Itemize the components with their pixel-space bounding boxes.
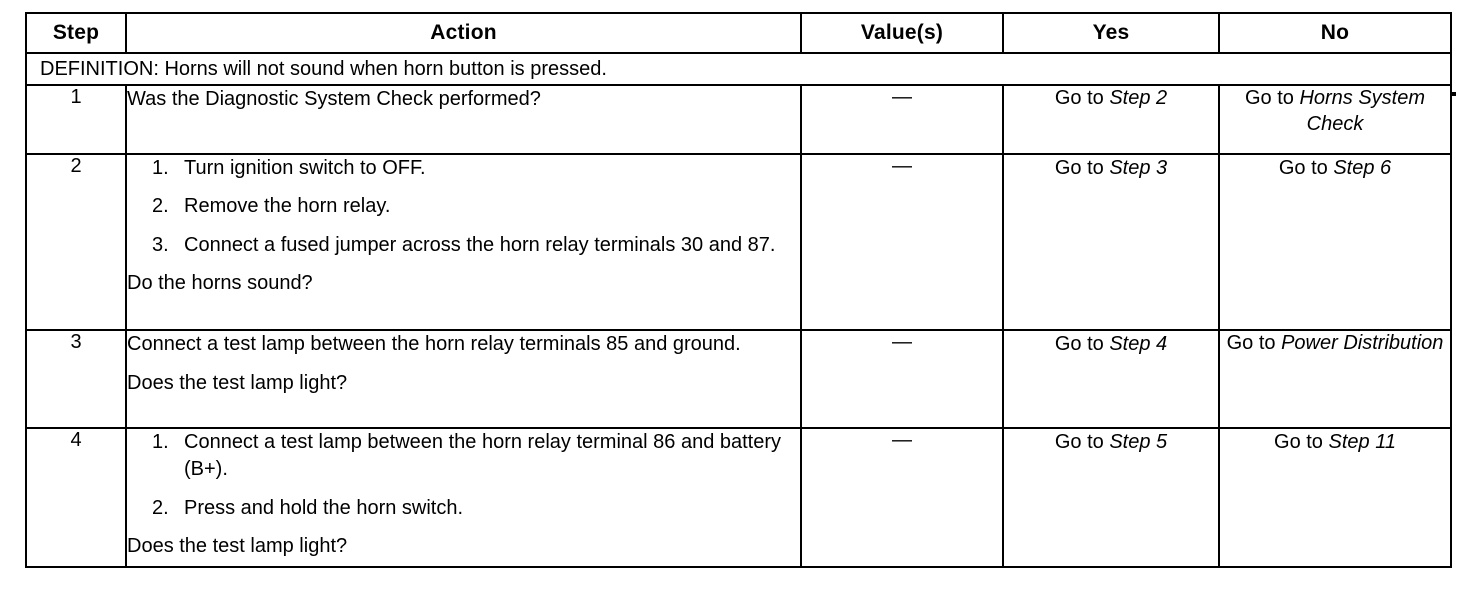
diagnostic-table-container: Step Action Value(s) Yes No DEFINITION: … — [25, 12, 1452, 569]
no-branch-target: Step 11 — [1328, 430, 1396, 453]
list-item: 2. Press and hold the horn switch. — [127, 495, 800, 523]
yes-branch-target: Step 2 — [1109, 87, 1168, 110]
list-item-text: Press and hold the horn switch. — [184, 496, 464, 519]
step-number: 4 — [25, 426, 127, 569]
horn-diagnostic-table: Step Action Value(s) Yes No DEFINITION: … — [25, 12, 1452, 569]
table-row: 4 1. Connect a test lamp between the horn… — [25, 426, 1452, 569]
no-branch-cell: Go to Step 11 — [1218, 426, 1452, 569]
yes-branch-cell: Go to Step 3 — [1002, 152, 1220, 332]
list-item: 2. Remove the horn relay. — [127, 193, 800, 221]
action-cell: 1. Turn ignition switch to OFF. 2. Remove … — [125, 152, 802, 332]
table-header-row: Step Action Value(s) Yes No — [25, 12, 1452, 54]
column-header-action: Action — [125, 12, 802, 54]
no-branch-cell: Go to Horns System Check — [1218, 84, 1452, 155]
action-cell: 1. Connect a test lamp between the horn r… — [125, 426, 802, 569]
action-cell: Was the Diagnostic System Check performe… — [125, 84, 802, 155]
step-number: 2 — [25, 152, 127, 332]
action-lead-text: Connect a test lamp between the horn rel… — [127, 333, 741, 356]
action-question-text: Does the test lamp light? — [127, 535, 348, 558]
list-item-number: 1. — [152, 156, 169, 179]
no-branch-prefix: Go to — [1226, 332, 1282, 355]
list-item-number: 2. — [152, 195, 169, 218]
yes-branch-cell: Go to Step 4 — [1002, 329, 1220, 429]
yes-branch-target: Step 4 — [1109, 333, 1168, 356]
no-branch-target: Power Distribution — [1281, 332, 1444, 355]
list-item: 1. Connect a test lamp between the horn r… — [127, 429, 800, 484]
yes-branch-prefix: Go to — [1054, 333, 1110, 356]
definition-row: DEFINITION: Horns will not sound when ho… — [25, 51, 1452, 87]
list-item-text: Remove the horn relay. — [184, 195, 391, 218]
no-branch-prefix: Go to — [1244, 87, 1300, 110]
list-item-text: Connect a fused jumper across the horn r… — [184, 233, 776, 256]
no-branch-cell: Go to Power Distribution — [1218, 329, 1452, 429]
action-substep-list: 1. Connect a test lamp between the horn r… — [127, 429, 800, 523]
column-header-step: Step — [25, 12, 127, 54]
column-header-values: Value(s) — [800, 12, 1004, 54]
list-item: 1. Turn ignition switch to OFF. — [127, 155, 800, 183]
table-row: 3 Connect a test lamp between the horn r… — [25, 329, 1452, 429]
yes-branch-prefix: Go to — [1054, 430, 1110, 453]
action-question-text: Does the test lamp light? — [127, 371, 348, 394]
yes-branch-target: Step 3 — [1109, 156, 1168, 179]
list-item-number: 3. — [152, 233, 169, 256]
list-item-number: 2. — [152, 496, 169, 519]
list-item-text: Turn ignition switch to OFF. — [184, 156, 426, 179]
action-substep-list: 1. Turn ignition switch to OFF. 2. Remove … — [127, 155, 800, 260]
action-lead-text: Was the Diagnostic System Check performe… — [127, 88, 541, 111]
table-row: 1 Was the Diagnostic System Check perfor… — [25, 84, 1452, 155]
yes-branch-target: Step 5 — [1109, 430, 1168, 453]
value-cell: — — [800, 152, 1004, 332]
value-cell: — — [800, 426, 1004, 569]
no-branch-target: Step 6 — [1333, 156, 1392, 179]
yes-branch-cell: Go to Step 2 — [1002, 84, 1220, 155]
step-number: 1 — [25, 84, 127, 155]
value-cell: — — [800, 329, 1004, 429]
column-header-no: No — [1218, 12, 1452, 54]
list-item-text: Connect a test lamp between the horn rel… — [184, 430, 782, 481]
no-branch-target: Horns System Check — [1299, 87, 1426, 135]
no-branch-prefix: Go to — [1274, 430, 1329, 453]
no-branch-prefix: Go to — [1278, 156, 1334, 179]
step-number: 3 — [25, 329, 127, 429]
action-question-text: Do the horns sound? — [127, 272, 313, 295]
yes-branch-cell: Go to Step 5 — [1002, 426, 1220, 569]
action-cell: Connect a test lamp between the horn rel… — [125, 329, 802, 429]
definition-text: DEFINITION: Horns will not sound when ho… — [25, 51, 1452, 87]
scan-artifact-speck — [1452, 92, 1456, 96]
yes-branch-prefix: Go to — [1054, 87, 1110, 110]
no-branch-cell: Go to Step 6 — [1218, 152, 1452, 332]
value-cell: — — [800, 84, 1004, 155]
table-row: 2 1. Turn ignition switch to OFF. 2. Remov… — [25, 152, 1452, 332]
yes-branch-prefix: Go to — [1054, 156, 1110, 179]
list-item-number: 1. — [152, 430, 169, 453]
list-item: 3. Connect a fused jumper across the horn… — [127, 232, 800, 260]
column-header-yes: Yes — [1002, 12, 1220, 54]
